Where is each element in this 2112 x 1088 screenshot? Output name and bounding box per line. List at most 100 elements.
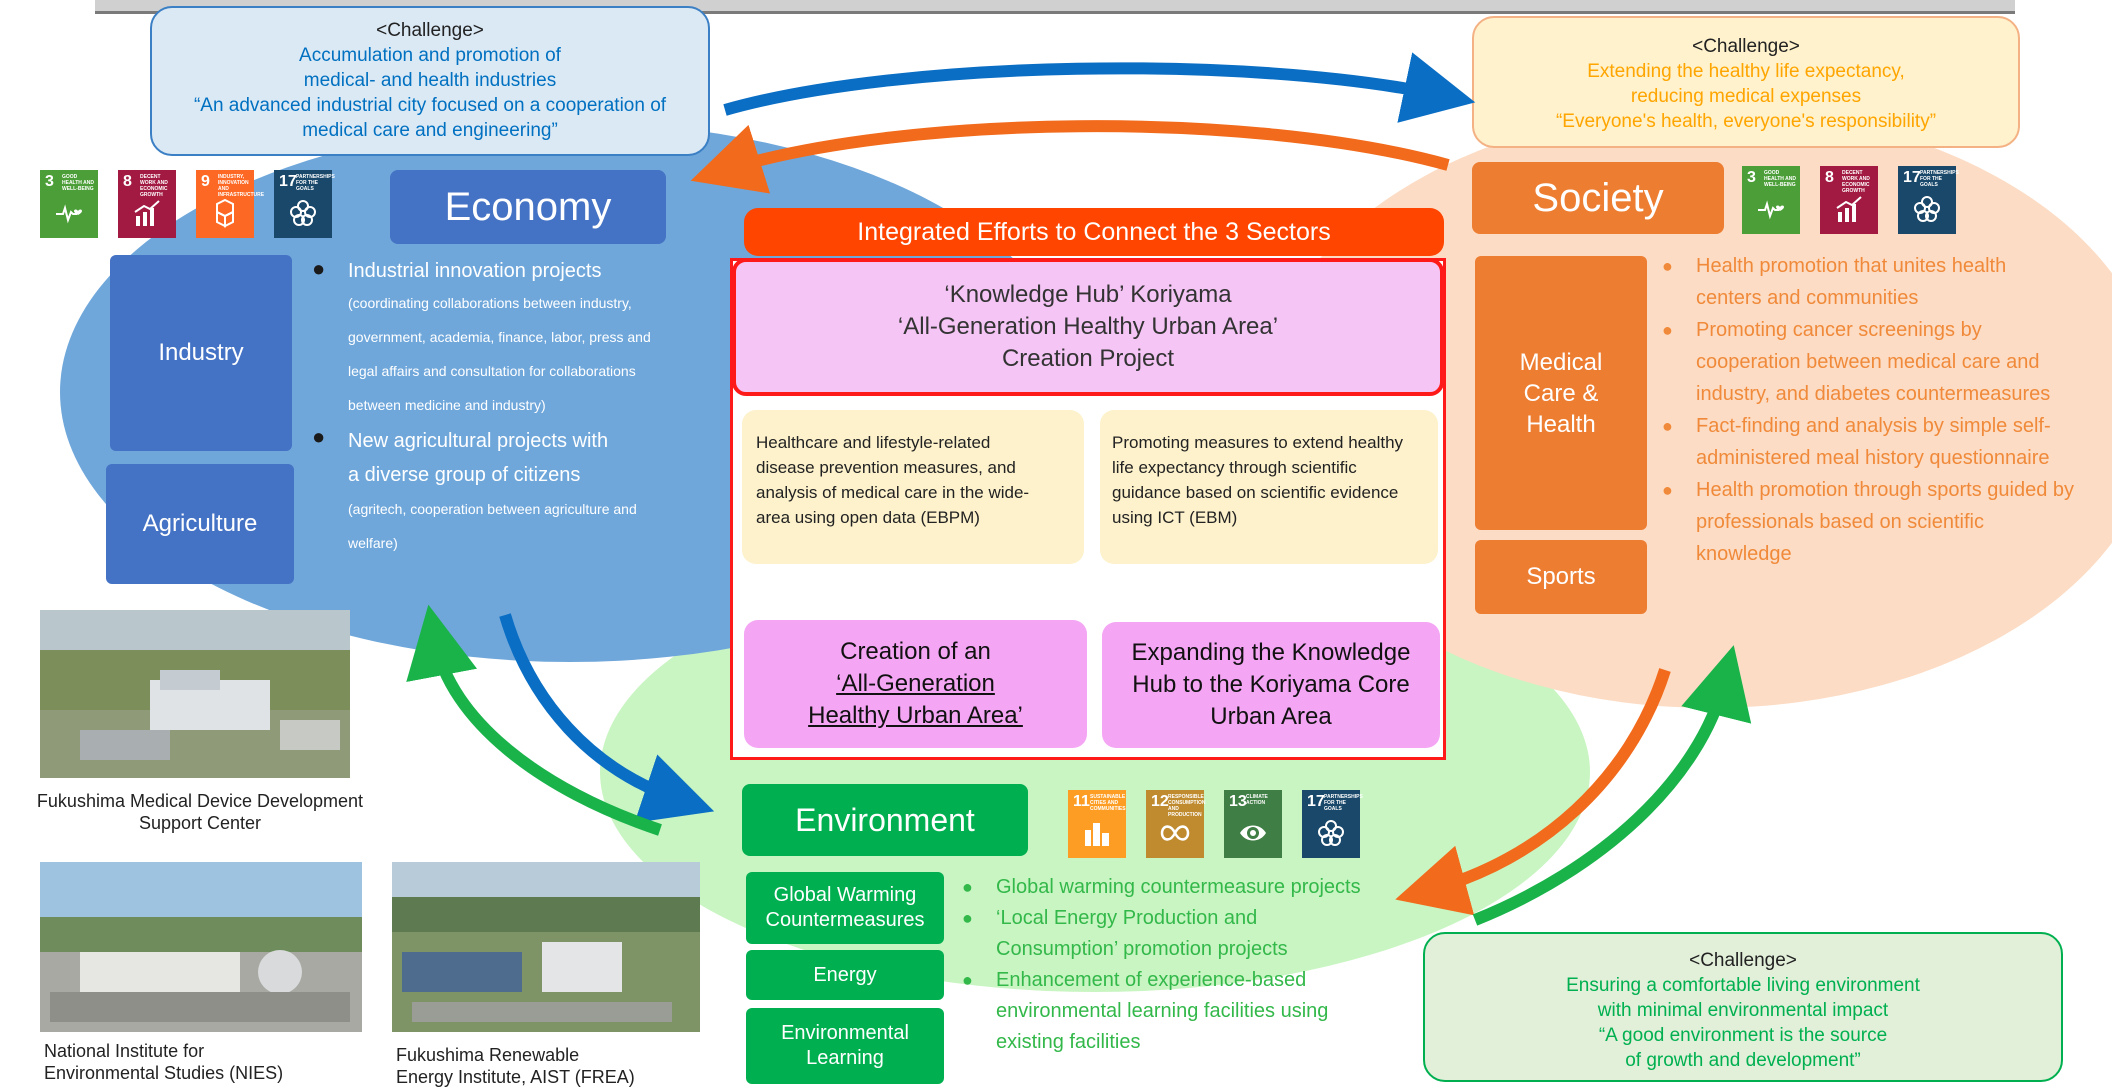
- medical-label-line: Care &: [1523, 379, 1599, 407]
- learning-label-line: Learning: [806, 1047, 884, 1069]
- gw-label-line: Global Warming: [773, 884, 917, 906]
- challenge-line: Accumulation and promotion of: [299, 45, 561, 66]
- bullet-dot: ●: [312, 424, 326, 449]
- global-warming-box: Global Warming Countermeasures: [746, 872, 944, 944]
- sdg-label: DECENT WORK AND ECONOMIC GROWTH: [1842, 170, 1870, 194]
- project-title-line: ‘Knowledge Hub’ Koriyama: [944, 281, 1232, 308]
- bullet-text: Fact-finding and analysis by simple self…: [1696, 415, 2051, 437]
- bullet-dot: ●: [1662, 320, 1673, 340]
- bullet-dot: ●: [962, 877, 973, 897]
- caption-line: Energy Institute, AIST (FREA): [396, 1067, 635, 1087]
- challenge-line: Extending the healthy life expectancy,: [1587, 61, 1905, 82]
- integrated-banner: Integrated Efforts to Connect the 3 Sect…: [744, 208, 1444, 256]
- bullet-text: professionals based on scientific: [1696, 511, 1984, 533]
- bullet-text: existing facilities: [996, 1031, 1141, 1053]
- bullet-text: Global warming countermeasure projects: [996, 876, 1361, 898]
- bullet-detail: (agritech, cooperation between agricultu…: [348, 501, 637, 517]
- caption-line: National Institute for: [44, 1041, 205, 1061]
- bullet-dot: ●: [1662, 416, 1673, 436]
- challenge-line: “A good environment is the source: [1598, 1025, 1888, 1046]
- environment-challenge-box: <Challenge> Ensuring a comfortable livin…: [1423, 932, 2063, 1082]
- agriculture-box: Agriculture: [106, 464, 294, 584]
- economy-challenge-box: <Challenge> Accumulation and promotion o…: [150, 6, 710, 156]
- challenge-line: reducing medical expenses: [1630, 86, 1862, 107]
- challenge-title: <Challenge>: [1692, 36, 1800, 57]
- ebm-card: Promoting measures to extend healthy life…: [1100, 410, 1438, 564]
- bullet-text: ‘Local Energy Production and: [996, 907, 1258, 929]
- bullet-text: centers and communities: [1696, 287, 1919, 309]
- frea-photo: [392, 862, 700, 1032]
- outcome-line: Healthy Urban Area’: [808, 702, 1023, 729]
- sdg-number: 3: [1747, 169, 1756, 186]
- bullet-title: Industrial innovation projects: [348, 260, 602, 282]
- challenge-line: medical care and engineering”: [302, 120, 558, 141]
- bullet-dot: ●: [312, 256, 326, 281]
- environment-title: Environment: [742, 784, 1028, 856]
- bullet-text: Promoting cancer screenings by: [1696, 319, 1982, 341]
- bullet-detail: welfare): [348, 535, 398, 551]
- agriculture-label: Agriculture: [142, 510, 258, 537]
- sdg-label: SUSTAINABLE CITIES AND COMMUNITIES: [1090, 794, 1126, 812]
- challenge-title: <Challenge>: [376, 20, 484, 41]
- caption-line: Fukushima Renewable: [396, 1045, 580, 1065]
- medical-label-line: Medical: [1519, 348, 1603, 376]
- challenge-title: <Challenge>: [1689, 950, 1797, 971]
- bullet-text: Health promotion that unites health: [1696, 255, 2007, 277]
- nies-photo: [40, 862, 362, 1032]
- energy-label: Energy: [813, 963, 877, 986]
- card-text-line: life expectancy through scientific: [1112, 458, 1357, 477]
- bullet-dot: ●: [962, 908, 973, 928]
- challenge-line: with minimal environmental impact: [1597, 1000, 1889, 1021]
- environmental-learning-box: Environmental Learning: [746, 1008, 944, 1084]
- sdg-label: RESPONSIBLE CONSUMPTION AND PRODUCTION: [1168, 794, 1206, 818]
- energy-box: Energy: [746, 950, 944, 1000]
- sdg-label: CLIMATE ACTION: [1246, 794, 1268, 806]
- sdg-label: PARTNERSHIPS FOR THE GOALS: [1324, 794, 1363, 812]
- bullet-text: environmental learning facilities using: [996, 1000, 1329, 1022]
- bullet-dot: ●: [962, 970, 973, 990]
- photo1-caption: Fukushima Medical Device Development Sup…: [10, 790, 390, 834]
- sdg-number: 9: [201, 173, 210, 190]
- sdg-number: 13: [1229, 793, 1247, 810]
- sdg-label: PARTNERSHIPS FOR THE GOALS: [296, 174, 335, 192]
- bullet-text: administered meal history questionnaire: [1696, 447, 2050, 469]
- sdg-number: 8: [1825, 169, 1834, 186]
- challenge-line: “An advanced industrial city focused on …: [193, 95, 667, 116]
- card-text-line: using ICT (EBM): [1112, 508, 1238, 527]
- sdg-number: 8: [123, 173, 132, 190]
- society-title: Society: [1472, 162, 1724, 234]
- bullet-text: knowledge: [1696, 543, 1792, 565]
- sdg-number: 17: [1307, 793, 1325, 810]
- card-text-line: Healthcare and lifestyle-related: [756, 433, 991, 452]
- challenge-line: “Everyone's health, everyone's responsib…: [1555, 111, 1937, 132]
- card-text-line: area using open data (EBPM): [756, 508, 980, 527]
- card-text-line: Promoting measures to extend healthy: [1112, 433, 1404, 452]
- card-text-line: Hub to the Koriyama Core: [1132, 671, 1410, 698]
- bullet-detail: between medicine and industry): [348, 397, 546, 413]
- medical-device-center-photo: [40, 610, 350, 778]
- environment-to-society-arrow: [1472, 645, 1752, 926]
- bullet-detail: government, academia, finance, labor, pr…: [348, 329, 651, 345]
- bullet-text: Consumption’ promotion projects: [996, 938, 1288, 960]
- bullet-title: New agricultural projects with: [348, 430, 609, 452]
- medical-label-line: Health: [1526, 410, 1596, 438]
- bullet-text: cooperation between medical care and: [1696, 351, 2040, 373]
- card-text-line: Expanding the Knowledge: [1131, 639, 1411, 666]
- challenge-line: medical- and health industries: [303, 70, 557, 91]
- bullet-detail: (coordinating collaborations between ind…: [348, 295, 632, 311]
- all-generation-outcome-box: Creation of an ‘All-Generation Healthy U…: [744, 620, 1087, 748]
- outcome-line: Creation of an: [840, 638, 991, 665]
- bullet-item: ●Health promotion through sports guided …: [1660, 474, 2110, 570]
- bullet-dot: ●: [1662, 480, 1673, 500]
- sports-box: Sports: [1475, 540, 1647, 614]
- project-title-box: ‘Knowledge Hub’ Koriyama ‘All-Generation…: [732, 258, 1444, 396]
